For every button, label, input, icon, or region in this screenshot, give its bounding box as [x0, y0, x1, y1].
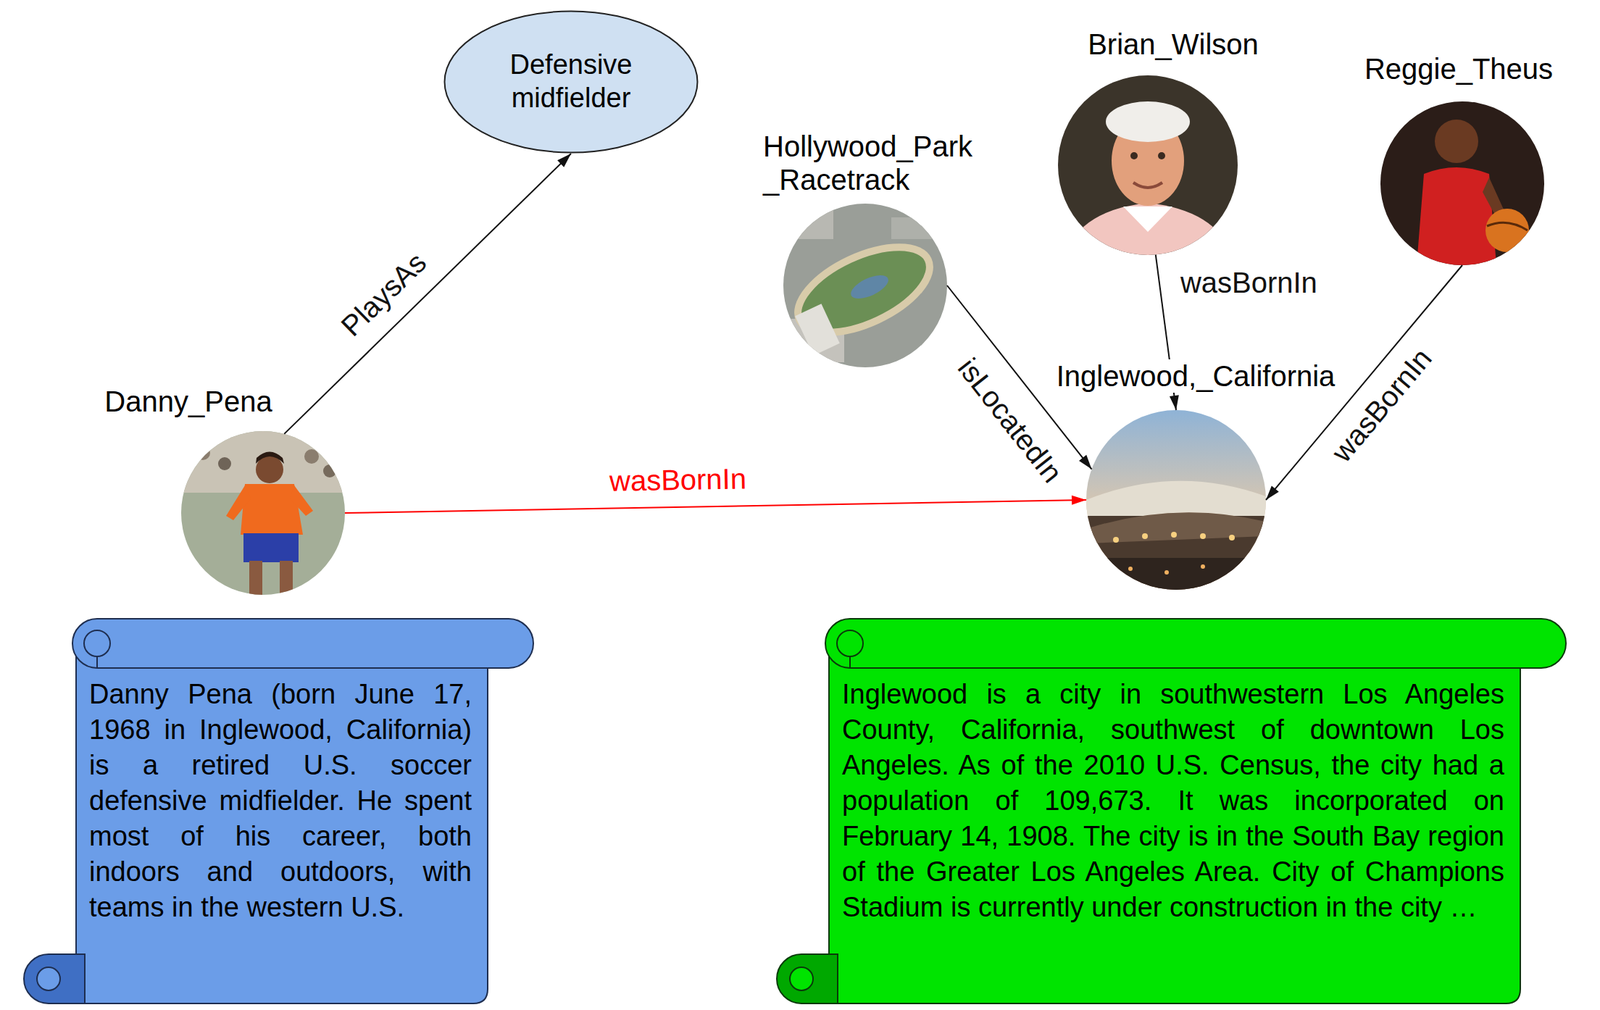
edge-connector: [344, 495, 1087, 514]
arrow-head: [557, 153, 572, 168]
player-photo: [1380, 101, 1545, 266]
edge-line: [284, 153, 572, 435]
racetrack-photo: [783, 203, 948, 368]
arrow-head: [1078, 455, 1092, 470]
scroll-curl: [84, 630, 111, 657]
person-photo: [1057, 75, 1238, 256]
entity-label: Inglewood,_California: [1053, 359, 1339, 393]
concept-ellipse: Defensive midfielder: [443, 10, 699, 154]
entity-circle: Hollywood_Park _Racetrack: [783, 203, 948, 368]
scroll-curl-line: [849, 656, 851, 669]
scroll-top-roll: [72, 618, 534, 669]
entity-circle: Brian_Wilson: [1057, 75, 1238, 256]
edge-label: wasBornIn: [1177, 265, 1321, 300]
scroll-top-roll: [825, 618, 1566, 669]
edge-label: wasBornIn: [606, 461, 750, 498]
scroll-bottom-roll: [23, 954, 85, 1004]
concept-text: Defensive midfielder: [475, 48, 667, 115]
scroll-body: [828, 642, 1521, 1004]
entity-label: Hollywood_Park _Racetrack: [760, 129, 1006, 197]
edge-label: wasBornIn: [1322, 339, 1440, 472]
scroll-bottom-roll: [776, 954, 838, 1004]
ellipse-shape: [444, 11, 698, 153]
entity-circle: Danny_Pena: [181, 431, 345, 595]
stadium-photo: [1086, 410, 1266, 590]
edge-label: PlaysAs: [331, 244, 435, 345]
entity-label: Danny_Pena: [101, 384, 275, 419]
text-scroll: Danny Pena (born June 17, 1968 in Inglew…: [22, 617, 536, 1006]
entity-circle: Inglewood,_California: [1086, 410, 1266, 590]
scroll-text: Inglewood is a city in southwestern Los …: [842, 676, 1505, 926]
ellipse-outline: [443, 10, 699, 154]
scroll-curl: [36, 967, 61, 991]
arrow-head: [1265, 485, 1279, 500]
scroll-body: [76, 642, 488, 1004]
entity-label: Brian_Wilson: [1084, 27, 1262, 61]
player-photo: [181, 431, 345, 599]
entity-label: Reggie_Theus: [1361, 52, 1556, 86]
scroll-text: Danny Pena (born June 17, 1968 in Inglew…: [89, 676, 472, 926]
text-scroll: Inglewood is a city in southwestern Los …: [775, 617, 1569, 1006]
arrow-head: [1169, 394, 1179, 411]
edge-connector: [284, 153, 572, 435]
edge-line: [344, 500, 1087, 514]
scroll-curl: [836, 630, 864, 657]
scroll-curl-line: [96, 656, 98, 669]
entity-circle: Reggie_Theus: [1380, 101, 1545, 266]
scroll-curl: [789, 967, 814, 991]
arrow-head: [1071, 495, 1087, 506]
